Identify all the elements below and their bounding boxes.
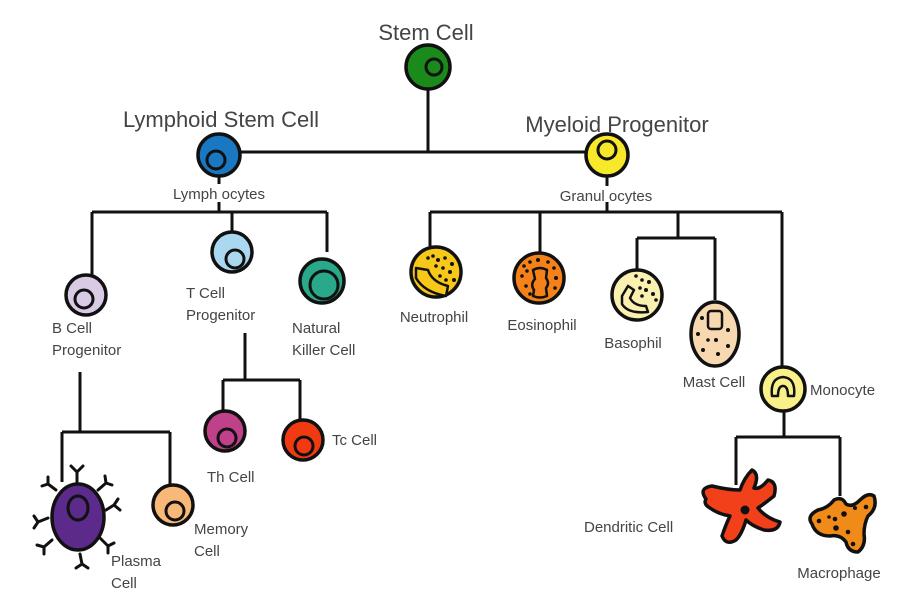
memory-nucleus: [164, 500, 186, 522]
t-cell-progenitor-node: T Cell Progenitor: [186, 230, 255, 324]
lymphocytes-label: Lymph ocytes: [173, 186, 265, 203]
mast-cell-granules: [696, 316, 730, 356]
monocyte-nucleus: [770, 375, 796, 398]
eosinophil-granules: [520, 258, 558, 296]
macrophage-icon: [808, 492, 877, 554]
eosinophil-node: Eosinophil: [507, 251, 577, 334]
granulocytes-label: Granul ocytes: [560, 188, 653, 205]
memory-cell-node: Memory Cell: [151, 483, 249, 560]
memory-cell-label-line2: Cell: [194, 543, 220, 560]
macrophage-node: Macrophage: [797, 492, 881, 582]
basophil-label: Basophil: [604, 335, 662, 352]
dendritic-cell-node: Dendritic Cell: [584, 468, 782, 544]
nk-label-line1: Natural: [292, 320, 340, 337]
connector-tcell-branch: [221, 333, 302, 420]
connector-lymphoid-branch: [90, 210, 329, 275]
macrophage-label: Macrophage: [797, 565, 880, 582]
monocyte-label: Monocyte: [810, 382, 875, 399]
neutrophil-label: Neutrophil: [400, 309, 468, 326]
mast-cell-label: Mast Cell: [683, 374, 746, 391]
plasma-cell-label-line2: Cell: [111, 575, 137, 592]
neutrophil-granules: [426, 254, 456, 282]
dendritic-cell-icon: [701, 468, 782, 544]
eosinophil-label: Eosinophil: [507, 317, 576, 334]
t-cell-nucleus: [224, 248, 246, 270]
stem-cell-node: Stem Cell: [378, 20, 474, 91]
lymphoid-stem-cell-label: Lymphoid Stem Cell: [123, 107, 319, 132]
eosinophil-nucleus: [531, 266, 550, 299]
th-nucleus: [216, 427, 238, 449]
mast-cell-node: Mast Cell: [683, 300, 746, 391]
lymphoid-nucleus: [205, 149, 227, 171]
plasma-cell-label-line1: Plasma: [111, 553, 162, 570]
monocyte-icon: [759, 365, 807, 413]
t-cell-label-line1: T Cell: [186, 285, 225, 302]
connector-monocyte-branch: [734, 412, 842, 496]
natural-killer-cell-node: Natural Killer Cell: [292, 257, 355, 359]
myeloid-progenitor-node: Myeloid Progenitor Granul ocytes: [525, 112, 708, 205]
b-cell-nucleus: [73, 288, 95, 310]
b-cell-label-line2: Progenitor: [52, 342, 121, 359]
b-cell-progenitor-node: B Cell Progenitor: [52, 273, 121, 359]
th-cell-node: Th Cell: [203, 409, 255, 486]
macrophage-granules: [816, 504, 869, 547]
plasma-cell-node: Plasma Cell: [32, 464, 162, 592]
basophil-node: Basophil: [604, 268, 664, 352]
myeloid-progenitor-label: Myeloid Progenitor: [525, 112, 708, 137]
t-cell-label-line2: Progenitor: [186, 307, 255, 324]
neutrophil-nucleus: [414, 266, 450, 298]
tc-nucleus: [293, 435, 315, 457]
nk-nucleus: [308, 269, 340, 301]
lymphoid-stem-cell-node: Lymphoid Stem Cell Lymph ocytes: [123, 107, 319, 203]
basophil-nucleus: [620, 284, 650, 314]
connectors: [60, 86, 842, 496]
tc-cell-node: Tc Cell: [281, 418, 377, 462]
dendritic-cell-label: Dendritic Cell: [584, 519, 673, 536]
stem-cell-nucleus: [424, 57, 444, 77]
antibody-spikes: [32, 464, 122, 570]
tc-cell-label: Tc Cell: [332, 432, 377, 449]
memory-cell-label-line1: Memory: [194, 521, 249, 538]
nk-label-line2: Killer Cell: [292, 342, 355, 359]
dendritic-nucleus: [740, 505, 750, 515]
stem-cell-label: Stem Cell: [378, 20, 473, 45]
connector-myeloid-branch: [428, 210, 784, 367]
plasma-nucleus: [66, 494, 90, 522]
th-cell-label: Th Cell: [207, 469, 255, 486]
mast-cell-nucleus: [706, 309, 724, 331]
monocyte-node: Monocyte: [759, 365, 875, 413]
b-cell-label-line1: B Cell: [52, 320, 92, 337]
basophil-granules: [634, 274, 658, 302]
neutrophil-node: Neutrophil: [400, 245, 468, 326]
myeloid-nucleus: [596, 139, 618, 161]
connector-bcell-branch: [60, 372, 172, 484]
